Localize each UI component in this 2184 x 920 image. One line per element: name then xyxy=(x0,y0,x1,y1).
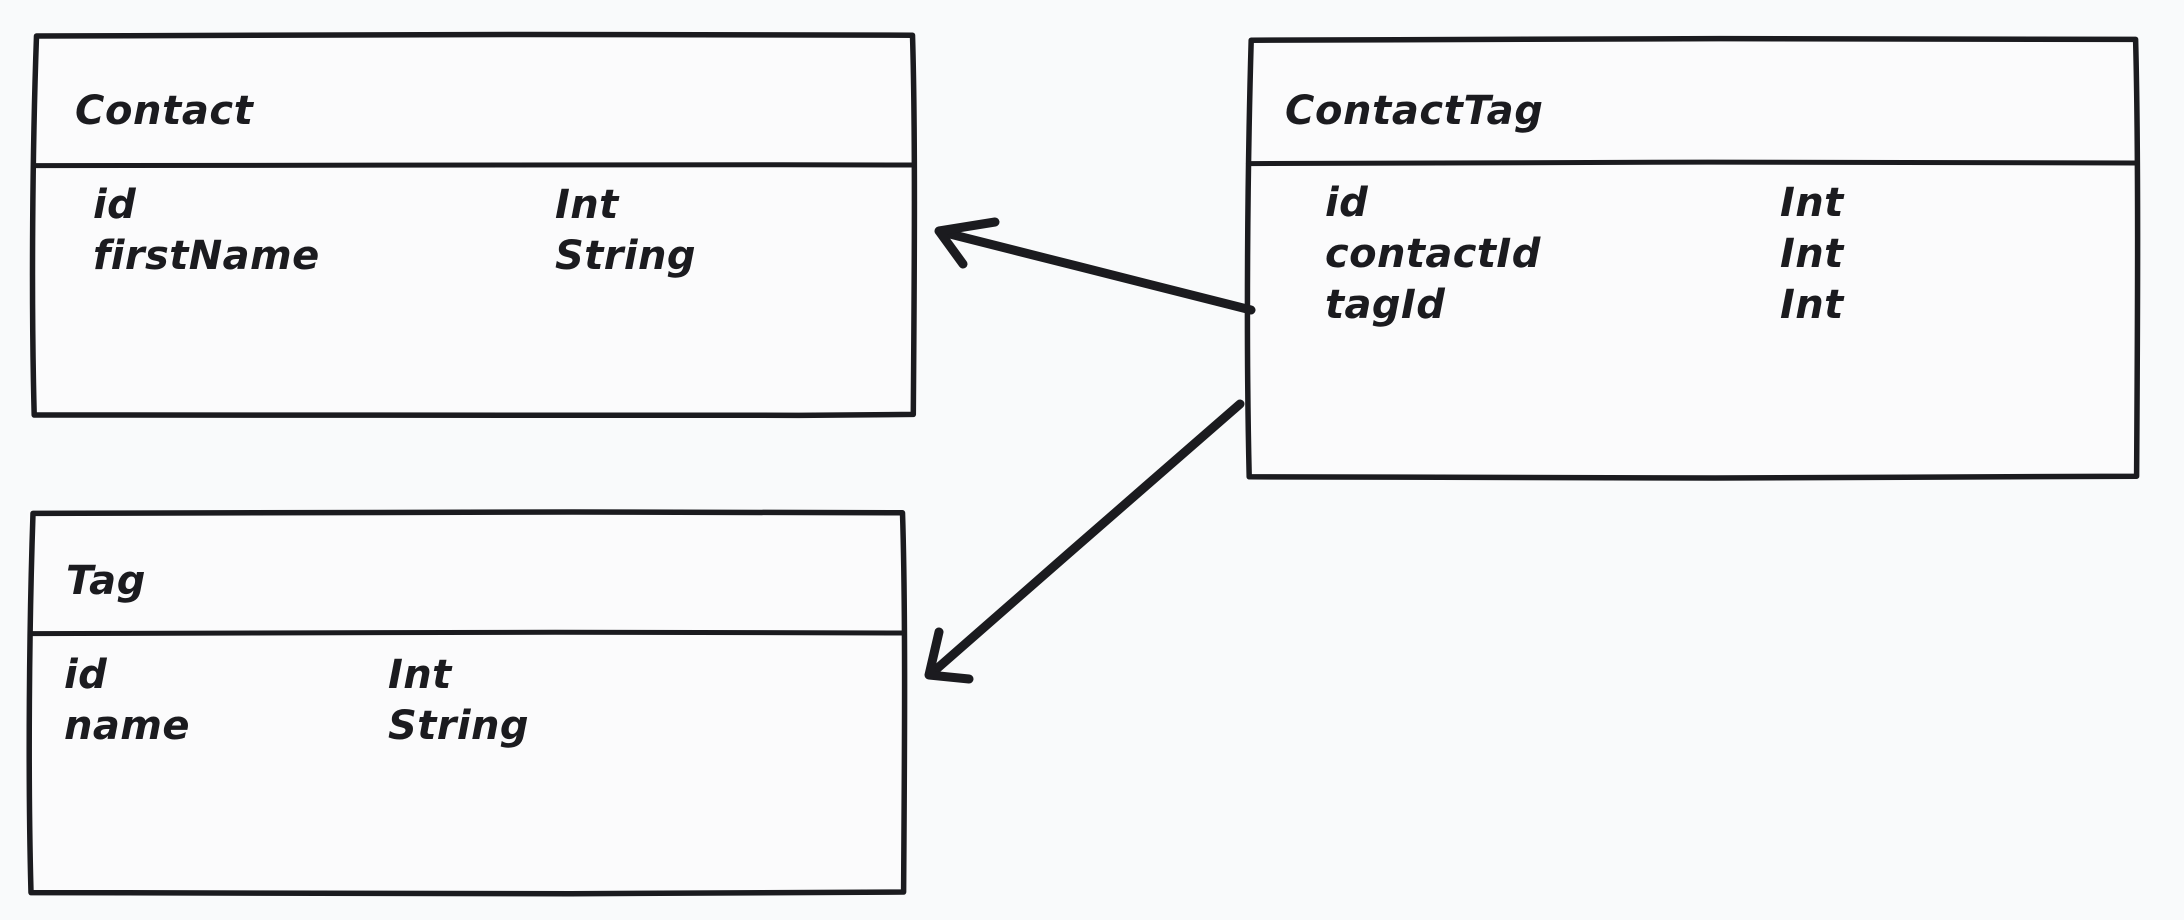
field-type: Int xyxy=(1780,180,1844,226)
field-type: Int xyxy=(555,182,619,228)
entity-contacttag[interactable]: ContactTag id Int contactId Int tagId In… xyxy=(1244,35,2141,481)
field-row: firstName String xyxy=(30,233,695,279)
field-name: name xyxy=(64,703,190,749)
field-name: id xyxy=(93,182,137,228)
field-type: Int xyxy=(388,652,452,698)
entity-contact-title: Contact xyxy=(75,88,254,134)
entity-tag-header: Tag xyxy=(28,510,903,633)
field-name: id xyxy=(64,652,108,698)
field-name: firstName xyxy=(93,233,320,279)
field-name: id xyxy=(1325,180,1369,226)
entity-contact-header: Contact xyxy=(30,32,913,165)
field-name: contactId xyxy=(1325,231,1541,277)
entity-contacttag-title: ContactTag xyxy=(1285,87,1544,134)
field-row: id Int xyxy=(30,182,618,228)
entity-tag-title: Tag xyxy=(66,557,146,604)
relationship-arrow-contacttag-to-tag[interactable] xyxy=(924,399,1245,684)
field-name: tagId xyxy=(1325,282,1446,328)
field-row: contactId Int xyxy=(1245,231,1843,277)
field-row: id Int xyxy=(1245,180,1843,226)
entity-contacttag-header: ContactTag xyxy=(1245,36,2136,163)
field-type: Int xyxy=(1780,282,1844,328)
field-row: name String xyxy=(28,703,528,749)
field-type: Int xyxy=(1780,231,1844,277)
field-row: tagId Int xyxy=(1245,282,1843,328)
entity-contact[interactable]: Contact id Int firstName String xyxy=(29,31,918,419)
field-row: id Int xyxy=(28,652,451,698)
field-type: String xyxy=(388,703,529,749)
field-type: String xyxy=(555,233,696,279)
entity-tag[interactable]: Tag id Int name String xyxy=(26,509,908,897)
relationship-arrow-contacttag-to-contact[interactable] xyxy=(934,217,1256,315)
